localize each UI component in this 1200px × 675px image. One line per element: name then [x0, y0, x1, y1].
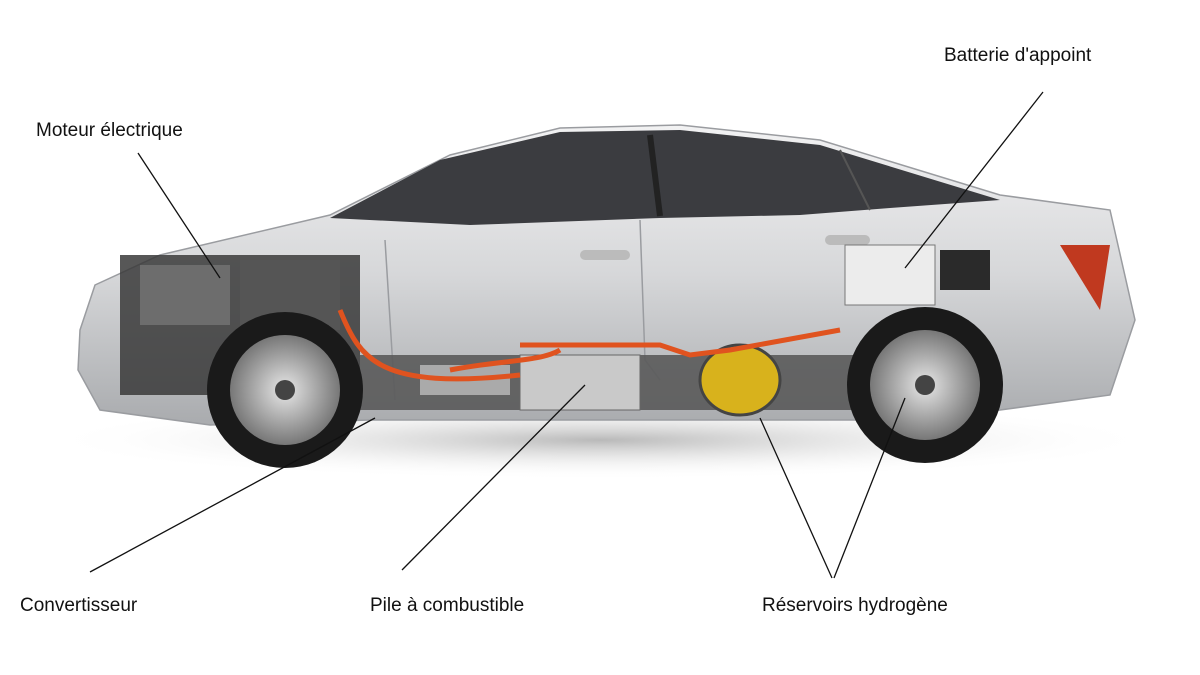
leader-tank-2 [833, 397, 906, 579]
windows [330, 130, 1000, 225]
orange-wiring [337, 309, 841, 382]
front-wheel [207, 312, 363, 468]
hydrogen-tank [698, 343, 782, 417]
label-tanks: Réservoirs hydrogène [762, 595, 948, 616]
label-converter: Convertisseur [20, 595, 138, 616]
label-battery: Batterie d'appoint [944, 45, 1092, 66]
label-fuel-cell: Pile à combustible [370, 595, 525, 616]
rear-wheel [847, 307, 1003, 463]
leader-fuel-cell [401, 384, 586, 571]
leader-motor [137, 152, 221, 279]
leader-battery [904, 91, 1044, 269]
leader-tank-1 [759, 417, 833, 579]
label-motor: Moteur électrique [36, 120, 183, 141]
leader-converter [89, 417, 376, 573]
